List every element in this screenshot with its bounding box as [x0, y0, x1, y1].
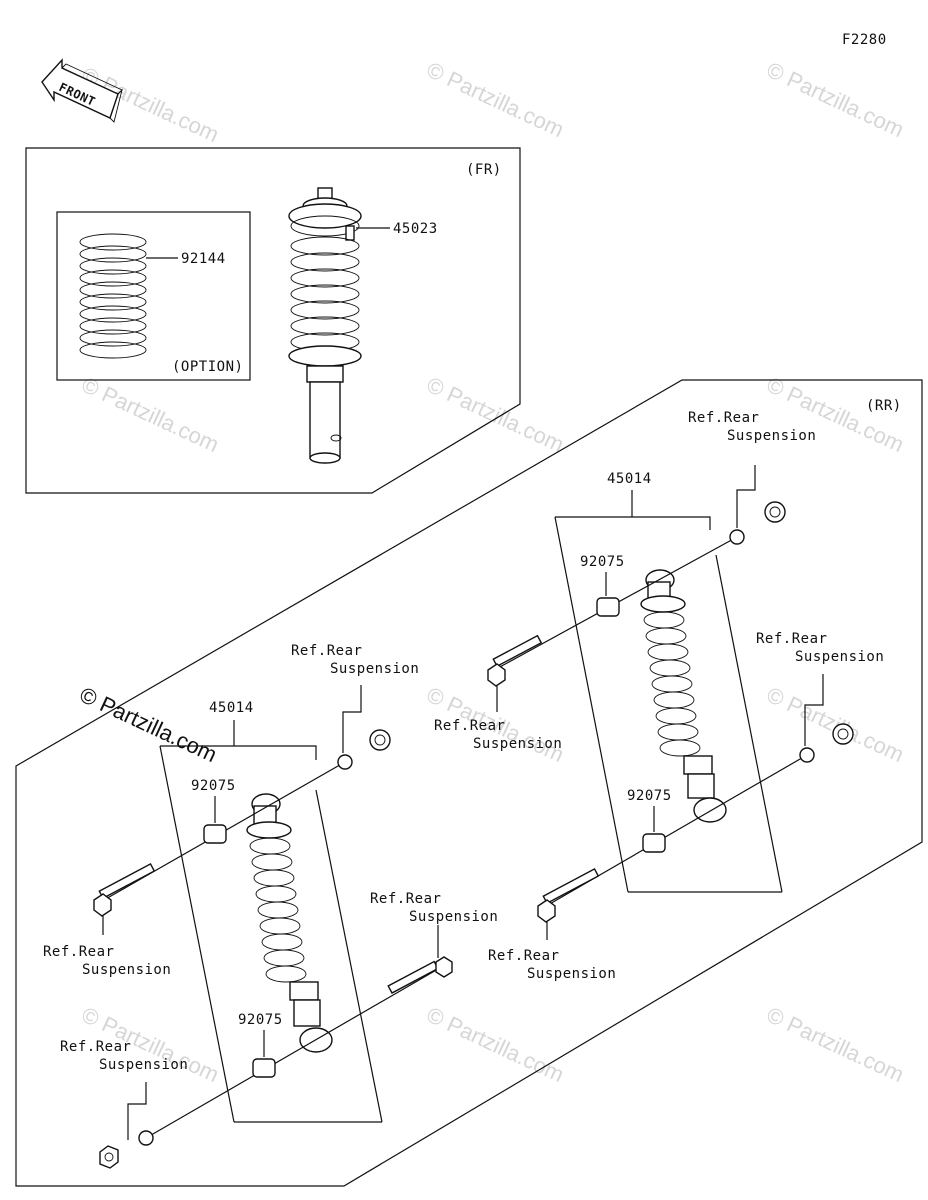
ref-label-line1: Ref.Rear: [60, 1039, 131, 1055]
rear-section-tag: (RR): [866, 398, 902, 414]
ref-label-line1: Ref.Rear: [688, 410, 759, 426]
rear-right-assembly-part-number: 45014: [607, 471, 652, 487]
front-arrow: FRONT: [41, 58, 123, 123]
rear-right-top-bolt-head: [487, 663, 506, 687]
option-note: (OPTION): [172, 359, 243, 375]
rear-right-assembly-bracket: [554, 490, 783, 893]
rear-left-bushing-top-number: 92075: [191, 778, 236, 794]
front-shock: [288, 187, 362, 464]
rear-right-top-nut: [764, 501, 786, 523]
rear-left-bushing-bottom-number: 92075: [238, 1012, 283, 1028]
rear-right-bushing-top-number: 92075: [580, 554, 625, 570]
rear-left-top-bushing: [203, 824, 227, 844]
rear-left-bottom-bolt: [387, 960, 439, 994]
rear-right-top-bushing: [596, 597, 620, 617]
watermark: © Partzilla.com: [763, 682, 908, 767]
option-spring-part-number: 92144: [181, 251, 226, 267]
rear-left-bottom-nut: [99, 1145, 119, 1169]
figure-code: F2280: [842, 32, 887, 48]
rear-right-shock: [640, 569, 727, 823]
ref-label-line1: Ref.Rear: [291, 643, 362, 659]
ref-label-line2: Suspension: [330, 661, 419, 677]
watermark: © Partzilla.com: [763, 372, 908, 457]
rear-right-top-bolt: [492, 634, 543, 668]
rear-left-top-washer: [337, 754, 353, 770]
ref-label-line2: Suspension: [727, 428, 816, 444]
watermark: © Partzilla.com: [423, 1002, 568, 1087]
ref-label-line1: Ref.Rear: [756, 631, 827, 647]
rear-section-frame: [15, 379, 923, 1187]
front-shock-part-number: 45023: [393, 221, 438, 237]
ref-label-line2: Suspension: [795, 649, 884, 665]
ref-label-line2: Suspension: [82, 962, 171, 978]
rear-right-bottom-bolt-head: [537, 899, 556, 923]
ref-label-line1: Ref.Rear: [488, 948, 559, 964]
rear-right-bushing-bottom-number: 92075: [627, 788, 672, 804]
ref-label-line1: Ref.Rear: [43, 944, 114, 960]
ref-label-line1: Ref.Rear: [370, 891, 441, 907]
ref-label-line2: Suspension: [527, 966, 616, 982]
rear-left-assembly-part-number: 45014: [209, 700, 254, 716]
front-section-tag: (FR): [466, 162, 502, 178]
rear-left-bottom-washer: [138, 1130, 154, 1146]
rear-right-bottom-bushing: [642, 833, 666, 853]
rear-left-top-bolt: [98, 862, 156, 900]
option-spring: [79, 233, 147, 359]
rear-left-bottom-bolt-head: [435, 956, 453, 978]
rear-left-assembly-bracket: [159, 720, 383, 1123]
watermark: © Partzilla.com: [763, 57, 908, 142]
ref-label-line2: Suspension: [473, 736, 562, 752]
rear-left-bottom-bushing: [252, 1058, 276, 1078]
rear-right-bottom-nut: [832, 723, 854, 745]
watermark: © Partzilla.com: [78, 372, 223, 457]
ref-label-line2: Suspension: [409, 909, 498, 925]
rear-left-top-nut: [369, 729, 391, 751]
rear-right-bottom-washer: [799, 747, 815, 763]
ref-label-line2: Suspension: [99, 1057, 188, 1073]
rear-right-bottom-bolt: [542, 867, 600, 905]
watermark: © Partzilla.com: [763, 1002, 908, 1087]
watermark: © Partzilla.com: [423, 57, 568, 142]
watermark-dark: © Partzilla.com: [76, 682, 221, 767]
front-section-frame: [25, 147, 521, 494]
rear-left-top-bolt-head: [93, 893, 112, 917]
rear-right-top-washer: [729, 529, 745, 545]
ref-label-line1: Ref.Rear: [434, 718, 505, 734]
option-box: [56, 211, 251, 381]
watermark: © Partzilla.com: [423, 372, 568, 457]
